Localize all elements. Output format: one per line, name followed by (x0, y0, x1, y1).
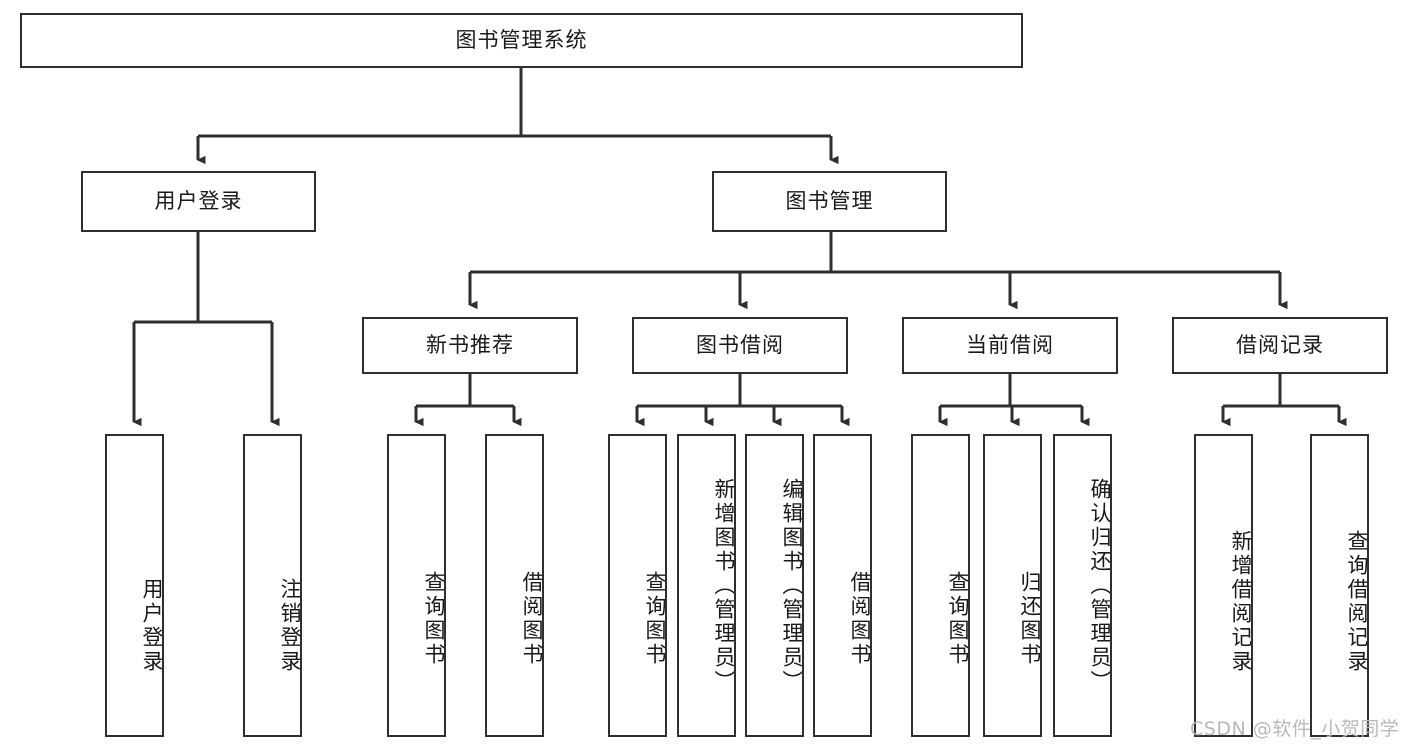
node-leaf-borrow-book[interactable]: 借阅图书 (813, 434, 872, 737)
node-book-manage[interactable]: 图书管理 (712, 171, 947, 232)
leaf-label: 用户登录 (140, 577, 164, 674)
leaf-label: 借阅图书 (848, 570, 872, 667)
node-leaf-query-book-rec[interactable]: 查询图书 (387, 434, 446, 737)
csdn-watermark: CSDN @软件_小贺同学 (1190, 718, 1400, 740)
node-leaf-query-book-cur[interactable]: 查询图书 (911, 434, 970, 737)
node-leaf-logout[interactable]: 注销登录 (243, 434, 302, 737)
leaf-label: 查询图书 (643, 570, 667, 667)
node-borrow-record[interactable]: 借阅记录 (1172, 317, 1388, 374)
node-leaf-add-borrow-record[interactable]: 新增借阅记录 (1194, 434, 1253, 737)
node-user-login-label: 用户登录 (154, 188, 243, 213)
node-root[interactable]: 图书管理系统 (20, 13, 1023, 68)
node-current-borrow[interactable]: 当前借阅 (902, 317, 1118, 374)
node-book-borrow[interactable]: 图书借阅 (632, 317, 848, 374)
node-root-label: 图书管理系统 (455, 27, 588, 52)
leaf-label: 查询借阅记录 (1345, 529, 1369, 674)
node-new-book-recommend[interactable]: 新书推荐 (362, 317, 578, 374)
leaf-label: 归还图书 (1018, 570, 1042, 667)
node-borrow-record-label: 借阅记录 (1236, 332, 1324, 357)
node-user-login[interactable]: 用户登录 (81, 171, 316, 232)
leaf-label: 新增借阅记录 (1229, 529, 1253, 674)
node-leaf-confirm-return-admin[interactable]: 确认归还（管理员） (1053, 434, 1112, 737)
leaf-label: 确认归还（管理员） (1088, 477, 1112, 694)
node-book-manage-label: 图书管理 (785, 188, 874, 213)
node-leaf-return-book[interactable]: 归还图书 (983, 434, 1042, 737)
node-leaf-borrow-book-rec[interactable]: 借阅图书 (485, 434, 544, 737)
leaf-label: 查询图书 (422, 570, 446, 667)
node-leaf-query-book-borrow[interactable]: 查询图书 (608, 434, 667, 737)
node-current-borrow-label: 当前借阅 (966, 332, 1054, 357)
leaf-label: 查询图书 (946, 570, 970, 667)
node-leaf-edit-book-admin[interactable]: 编辑图书（管理员） (745, 434, 804, 737)
leaf-label: 借阅图书 (520, 570, 544, 667)
node-leaf-query-borrow-record[interactable]: 查询借阅记录 (1310, 434, 1369, 737)
leaf-label: 注销登录 (278, 577, 302, 674)
node-new-book-recommend-label: 新书推荐 (426, 332, 514, 357)
node-book-borrow-label: 图书借阅 (696, 332, 784, 357)
node-leaf-add-book-admin[interactable]: 新增图书（管理员） (677, 434, 736, 737)
node-leaf-user-login[interactable]: 用户登录 (105, 434, 164, 737)
leaf-label: 新增图书（管理员） (712, 477, 736, 694)
leaf-label: 编辑图书（管理员） (780, 477, 804, 694)
